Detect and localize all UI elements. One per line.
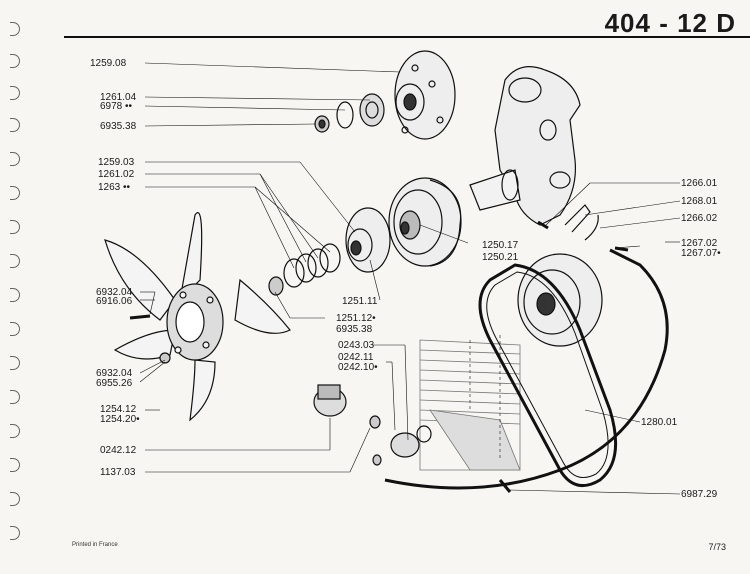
part-label: 1137.03 bbox=[100, 467, 136, 478]
part-label: 1254.12 bbox=[100, 404, 137, 415]
part-label: 0242.12 bbox=[100, 445, 137, 456]
part-label: 6935.38 bbox=[100, 121, 137, 132]
bolt bbox=[129, 314, 151, 320]
part-label: 1259.03 bbox=[98, 157, 135, 168]
part-label: 1250.17 bbox=[482, 240, 519, 251]
leader-lines bbox=[139, 62, 681, 495]
part-label: 0242.11 bbox=[338, 352, 374, 363]
part-label: 1259.08 bbox=[90, 58, 127, 69]
part-label: 1268.01 bbox=[681, 196, 718, 207]
part-label: 6978 •• bbox=[100, 101, 133, 112]
binder-hole bbox=[10, 526, 20, 540]
binder-hole bbox=[10, 86, 20, 100]
binder-hole bbox=[10, 390, 20, 404]
water-pump-housing bbox=[469, 66, 581, 226]
part-label: 1251.11 bbox=[342, 296, 378, 307]
part-label: 1267.07• bbox=[681, 248, 721, 259]
part-label: 1263 •• bbox=[98, 182, 131, 193]
part-label: 6987.29 bbox=[681, 489, 718, 500]
page-number: 7/73 bbox=[708, 542, 726, 552]
cooling-fan bbox=[104, 212, 291, 422]
part-label: 1280.01 bbox=[641, 417, 678, 428]
temperature-sender bbox=[372, 425, 432, 466]
binder-hole bbox=[10, 356, 20, 370]
hub-flange bbox=[394, 50, 456, 140]
binder-hole bbox=[10, 54, 20, 68]
bearing bbox=[359, 93, 385, 127]
part-label: 1250.21 bbox=[482, 252, 519, 263]
part-label: 0243.03 bbox=[338, 340, 375, 351]
part-label: 6955.26 bbox=[96, 378, 133, 389]
part-label: 6932.04 bbox=[96, 287, 133, 298]
binder-hole bbox=[10, 322, 20, 336]
part-label: 1266.02 bbox=[681, 213, 718, 224]
part-label: 1267.02 bbox=[681, 238, 718, 249]
spring-stack bbox=[268, 243, 341, 296]
binder-hole bbox=[10, 492, 20, 506]
part-label: 6932.04 bbox=[96, 368, 133, 379]
clip bbox=[498, 479, 512, 493]
binder-hole bbox=[10, 22, 20, 36]
speedo-cable bbox=[384, 248, 669, 490]
binder-hole bbox=[10, 254, 20, 268]
part-label: 6916.06 bbox=[96, 296, 133, 307]
part-label: 1251.12• bbox=[336, 313, 376, 324]
binder-hole bbox=[10, 186, 20, 200]
part-label: 0242.10• bbox=[338, 362, 378, 373]
binder-hole bbox=[10, 288, 20, 302]
circlip bbox=[336, 101, 354, 129]
part-label: 1254.20• bbox=[100, 414, 140, 425]
binder-hole bbox=[10, 220, 20, 234]
page-title: 404 - 12 D bbox=[604, 8, 736, 38]
thermo-switch bbox=[313, 384, 381, 429]
part-label: 1261.02 bbox=[98, 169, 135, 180]
binder-hole bbox=[10, 152, 20, 166]
part-label: 1266.01 bbox=[681, 178, 718, 189]
washer bbox=[159, 352, 171, 364]
printed-note: Printed in France bbox=[72, 542, 118, 548]
part-label: 1261.04 bbox=[100, 92, 137, 103]
return-spring bbox=[564, 204, 591, 233]
generator-pulley bbox=[517, 253, 603, 347]
binder-hole bbox=[10, 424, 20, 438]
binder-hole bbox=[10, 118, 20, 132]
hub-pulley bbox=[345, 207, 391, 273]
pump-pulley bbox=[388, 177, 462, 267]
binder-hole bbox=[10, 458, 20, 472]
drive-belt bbox=[478, 263, 618, 488]
part-label: 6935.38 bbox=[336, 324, 373, 335]
header-rule bbox=[64, 36, 750, 38]
